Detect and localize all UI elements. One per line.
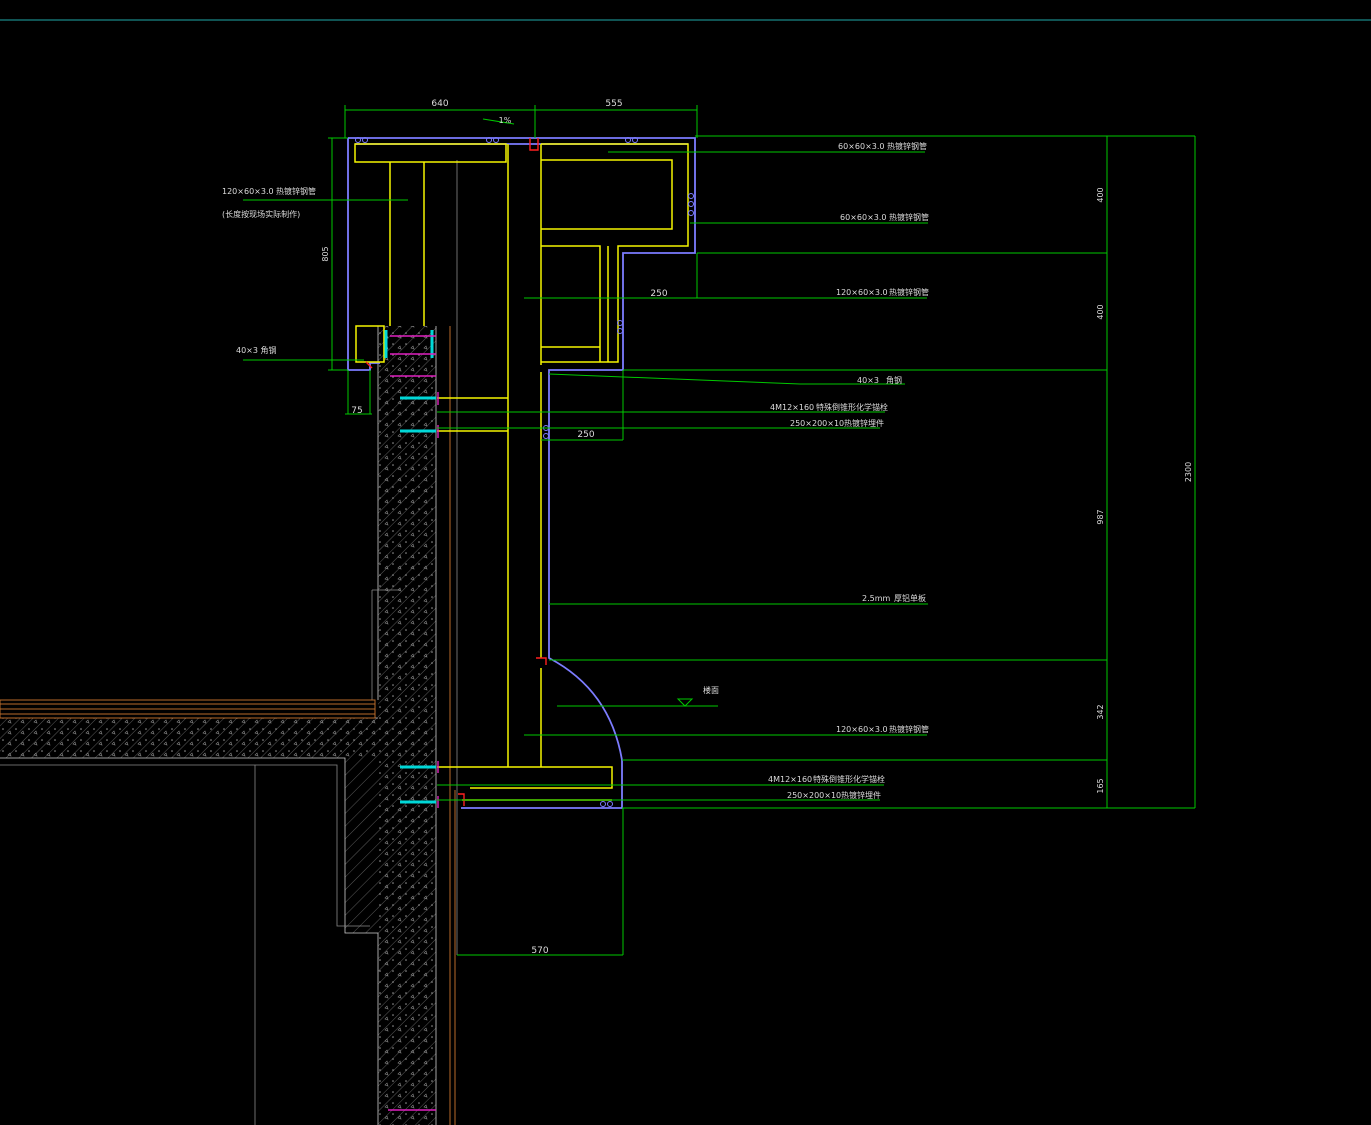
dim-right-400-a: 400 [1096,187,1105,202]
dim-right-987: 987 [1096,509,1105,524]
dim-overall: 2300 [1184,462,1193,482]
dim-left-offset: 75 [351,406,362,416]
label-angle-right-spec: 40×3 [857,376,879,385]
dim-right-400-b: 400 [1096,304,1105,319]
dim-slope: 1% [499,116,512,125]
label-tube-60-b-name: 热镀锌钢管 [889,212,929,222]
label-tube-120-left-spec: 120×60×3.0 [222,187,274,196]
dim-right-165: 165 [1096,778,1105,793]
label-embed-top-name: 热镀锌埋件 [844,418,884,428]
label-tube-120-b-name: 热镀锌钢管 [889,724,929,734]
fasteners [355,137,694,807]
label-embed-bottom-spec: 250×200×10 [787,791,841,800]
floor-finish [0,699,376,719]
label-angle-right-name: 角钢 [886,375,902,385]
label-panel-name: 厚铝单板 [894,593,926,603]
dim-right-342: 342 [1096,704,1105,719]
label-tube-60-a-name: 热镀锌钢管 [887,141,927,151]
label-tube-120-a-name: 热镀锌钢管 [889,287,929,297]
label-anchor-top-spec: 4M12×160 [770,403,814,412]
label-tube-60-b-spec: 60×60×3.0 [840,213,887,222]
label-tube-120-a-spec: 120×60×3.0 [836,288,888,297]
label-tube-60-a-spec: 60×60×3.0 [838,142,885,151]
dim-bottom-width: 570 [531,946,548,956]
chemical-anchors [365,138,547,1111]
concrete-structure [0,326,437,1125]
label-panel-spec: 2.5mm [862,594,891,603]
dim-top-right: 555 [605,99,622,109]
dimension-text: 640 555 1% 805 75 250 250 570 400 400 98… [321,99,1193,956]
label-angle-left: 40×3 角钢 [236,345,277,355]
dimension-lines [243,105,1196,956]
dim-mid-width-1: 250 [650,289,667,299]
label-embed-top-spec: 250×200×10 [790,419,844,428]
label-anchor-bottom-name: 特殊倒锥形化学锚栓 [813,774,885,784]
label-tube-120-b-spec: 120×60×3.0 [836,725,888,734]
annotation-labels: 120×60×3.0 热镀锌钢管 (长度按现场实际制作) 40×3 角钢 60×… [222,141,929,800]
label-floor: 楼面 [703,685,719,695]
label-tube-120-left-name: 热镀锌钢管 [276,186,316,196]
dim-top-left: 640 [431,99,448,109]
label-embed-bottom-name: 热镀锌埋件 [841,790,881,800]
steel-frame [354,143,689,801]
dim-mid-width-2: 250 [577,430,594,440]
label-anchor-top-name: 特殊倒锥形化学锚栓 [816,402,888,412]
dim-left-height: 805 [321,246,330,261]
label-tube-120-left-note: (长度按现场实际制作) [222,209,300,219]
label-anchor-bottom-spec: 4M12×160 [768,775,812,784]
